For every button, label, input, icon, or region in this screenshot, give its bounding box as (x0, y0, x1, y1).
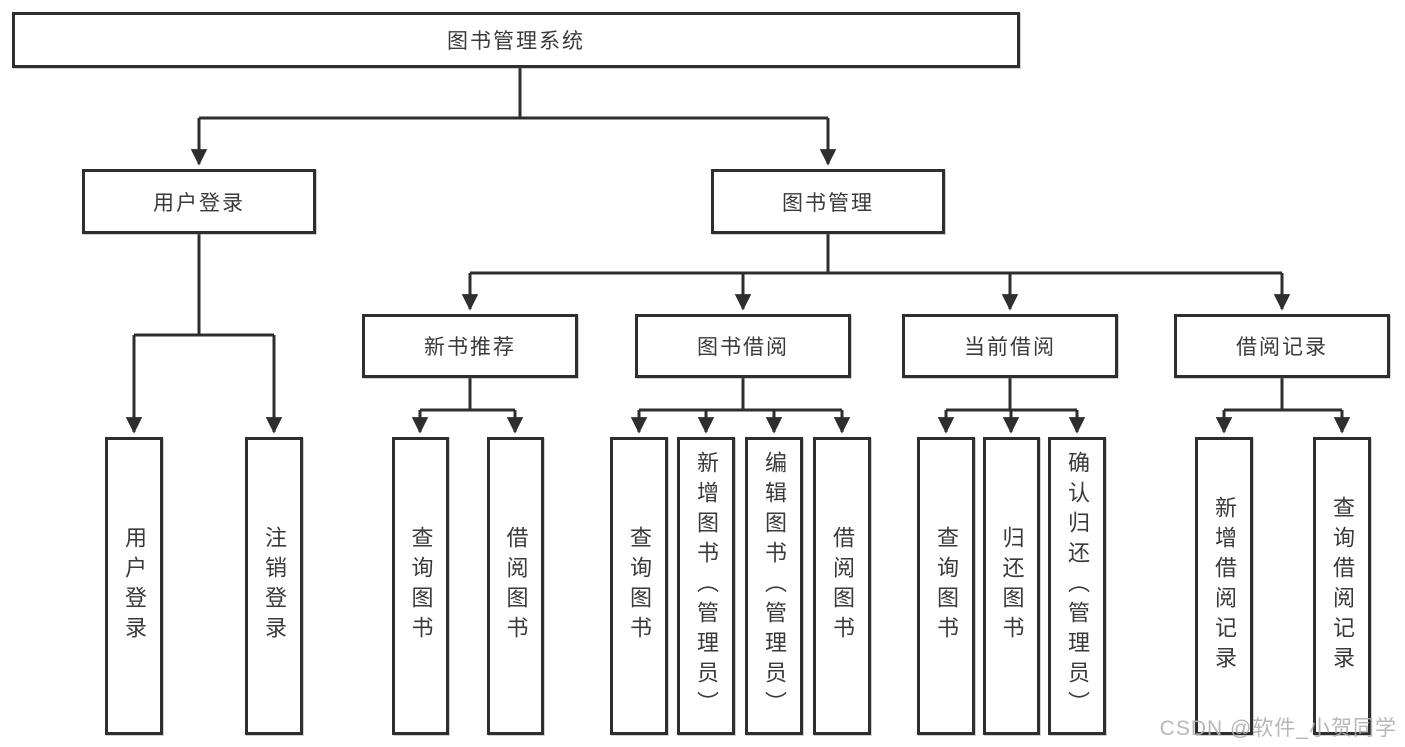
node-leaf-confirm-return-admin: 确认归还（管理员） (1048, 437, 1106, 735)
node-leaf-query-books-borrow: 查询图书 (610, 437, 668, 735)
node-leaf-borrow-books-borrow-label: 借阅图书 (830, 526, 855, 646)
node-leaf-logout-label: 注销登录 (262, 526, 287, 646)
node-book-management-label: 图书管理 (782, 191, 874, 215)
node-leaf-add-book-admin-label: 新增图书（管理员） (694, 451, 719, 721)
node-leaf-query-books-current: 查询图书 (917, 437, 975, 735)
node-borrow-record-label: 借阅记录 (1236, 336, 1328, 359)
node-leaf-confirm-return-admin-label: 确认归还（管理员） (1065, 451, 1090, 721)
node-borrow-record: 借阅记录 (1174, 314, 1390, 378)
node-leaf-return-book: 归还图书 (983, 437, 1040, 735)
node-book-management: 图书管理 (711, 169, 945, 234)
node-leaf-query-books-current-label: 查询图书 (934, 526, 959, 646)
node-leaf-query-books-recommend-label: 查询图书 (408, 526, 434, 646)
node-book-borrow-label: 图书借阅 (697, 336, 789, 359)
node-leaf-borrow-books-recommend: 借阅图书 (487, 437, 544, 735)
node-user-login-label: 用户登录 (153, 191, 245, 215)
node-current-borrow-label: 当前借阅 (964, 336, 1056, 359)
node-leaf-logout: 注销登录 (245, 437, 303, 735)
node-leaf-borrow-books-borrow: 借阅图书 (813, 437, 871, 735)
node-leaf-add-borrow-record: 新增借阅记录 (1195, 437, 1253, 735)
node-leaf-query-borrow-record-label: 查询借阅记录 (1330, 496, 1355, 676)
node-leaf-edit-book-admin-label: 编辑图书（管理员） (762, 451, 787, 721)
node-current-borrow: 当前借阅 (902, 314, 1118, 378)
node-leaf-query-borrow-record: 查询借阅记录 (1313, 437, 1371, 735)
node-leaf-add-book-admin: 新增图书（管理员） (677, 437, 735, 735)
node-leaf-user-login-label: 用户登录 (122, 526, 147, 646)
node-leaf-edit-book-admin: 编辑图书（管理员） (745, 437, 803, 735)
node-root: 图书管理系统 (12, 12, 1020, 68)
node-new-book-recommend: 新书推荐 (362, 314, 578, 378)
node-root-label: 图书管理系统 (447, 30, 585, 53)
node-leaf-query-books-recommend: 查询图书 (392, 437, 449, 735)
node-leaf-user-login: 用户登录 (105, 437, 163, 735)
node-book-borrow: 图书借阅 (635, 314, 851, 378)
node-new-book-recommend-label: 新书推荐 (424, 336, 516, 359)
node-user-login: 用户登录 (82, 169, 316, 234)
node-leaf-borrow-books-recommend-label: 借阅图书 (503, 526, 529, 646)
node-leaf-query-books-borrow-label: 查询图书 (627, 526, 652, 646)
node-leaf-add-borrow-record-label: 新增借阅记录 (1212, 496, 1237, 676)
csdn-watermark: CSDN @软件_小贺同学 (1159, 717, 1397, 740)
node-leaf-return-book-label: 归还图书 (999, 526, 1025, 646)
